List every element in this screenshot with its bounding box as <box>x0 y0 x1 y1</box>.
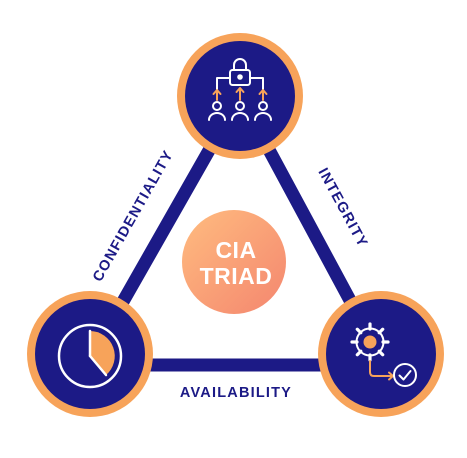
side-label-availability: AVAILABILITY <box>180 385 292 401</box>
node-bottom-right <box>318 291 444 417</box>
center-label-line2: TRIAD <box>200 263 273 289</box>
center-badge: CIA TRIAD <box>182 210 286 314</box>
center-label-line1: CIA <box>215 237 256 263</box>
node-top <box>177 33 303 159</box>
access-control-hierarchy-icon <box>208 58 272 121</box>
side-label-confidentiality: CONFIDENTIALITY <box>90 147 177 284</box>
gear-checkmark-icon <box>350 322 417 387</box>
clock-icon <box>57 323 123 389</box>
node-bottom-left <box>27 291 153 417</box>
